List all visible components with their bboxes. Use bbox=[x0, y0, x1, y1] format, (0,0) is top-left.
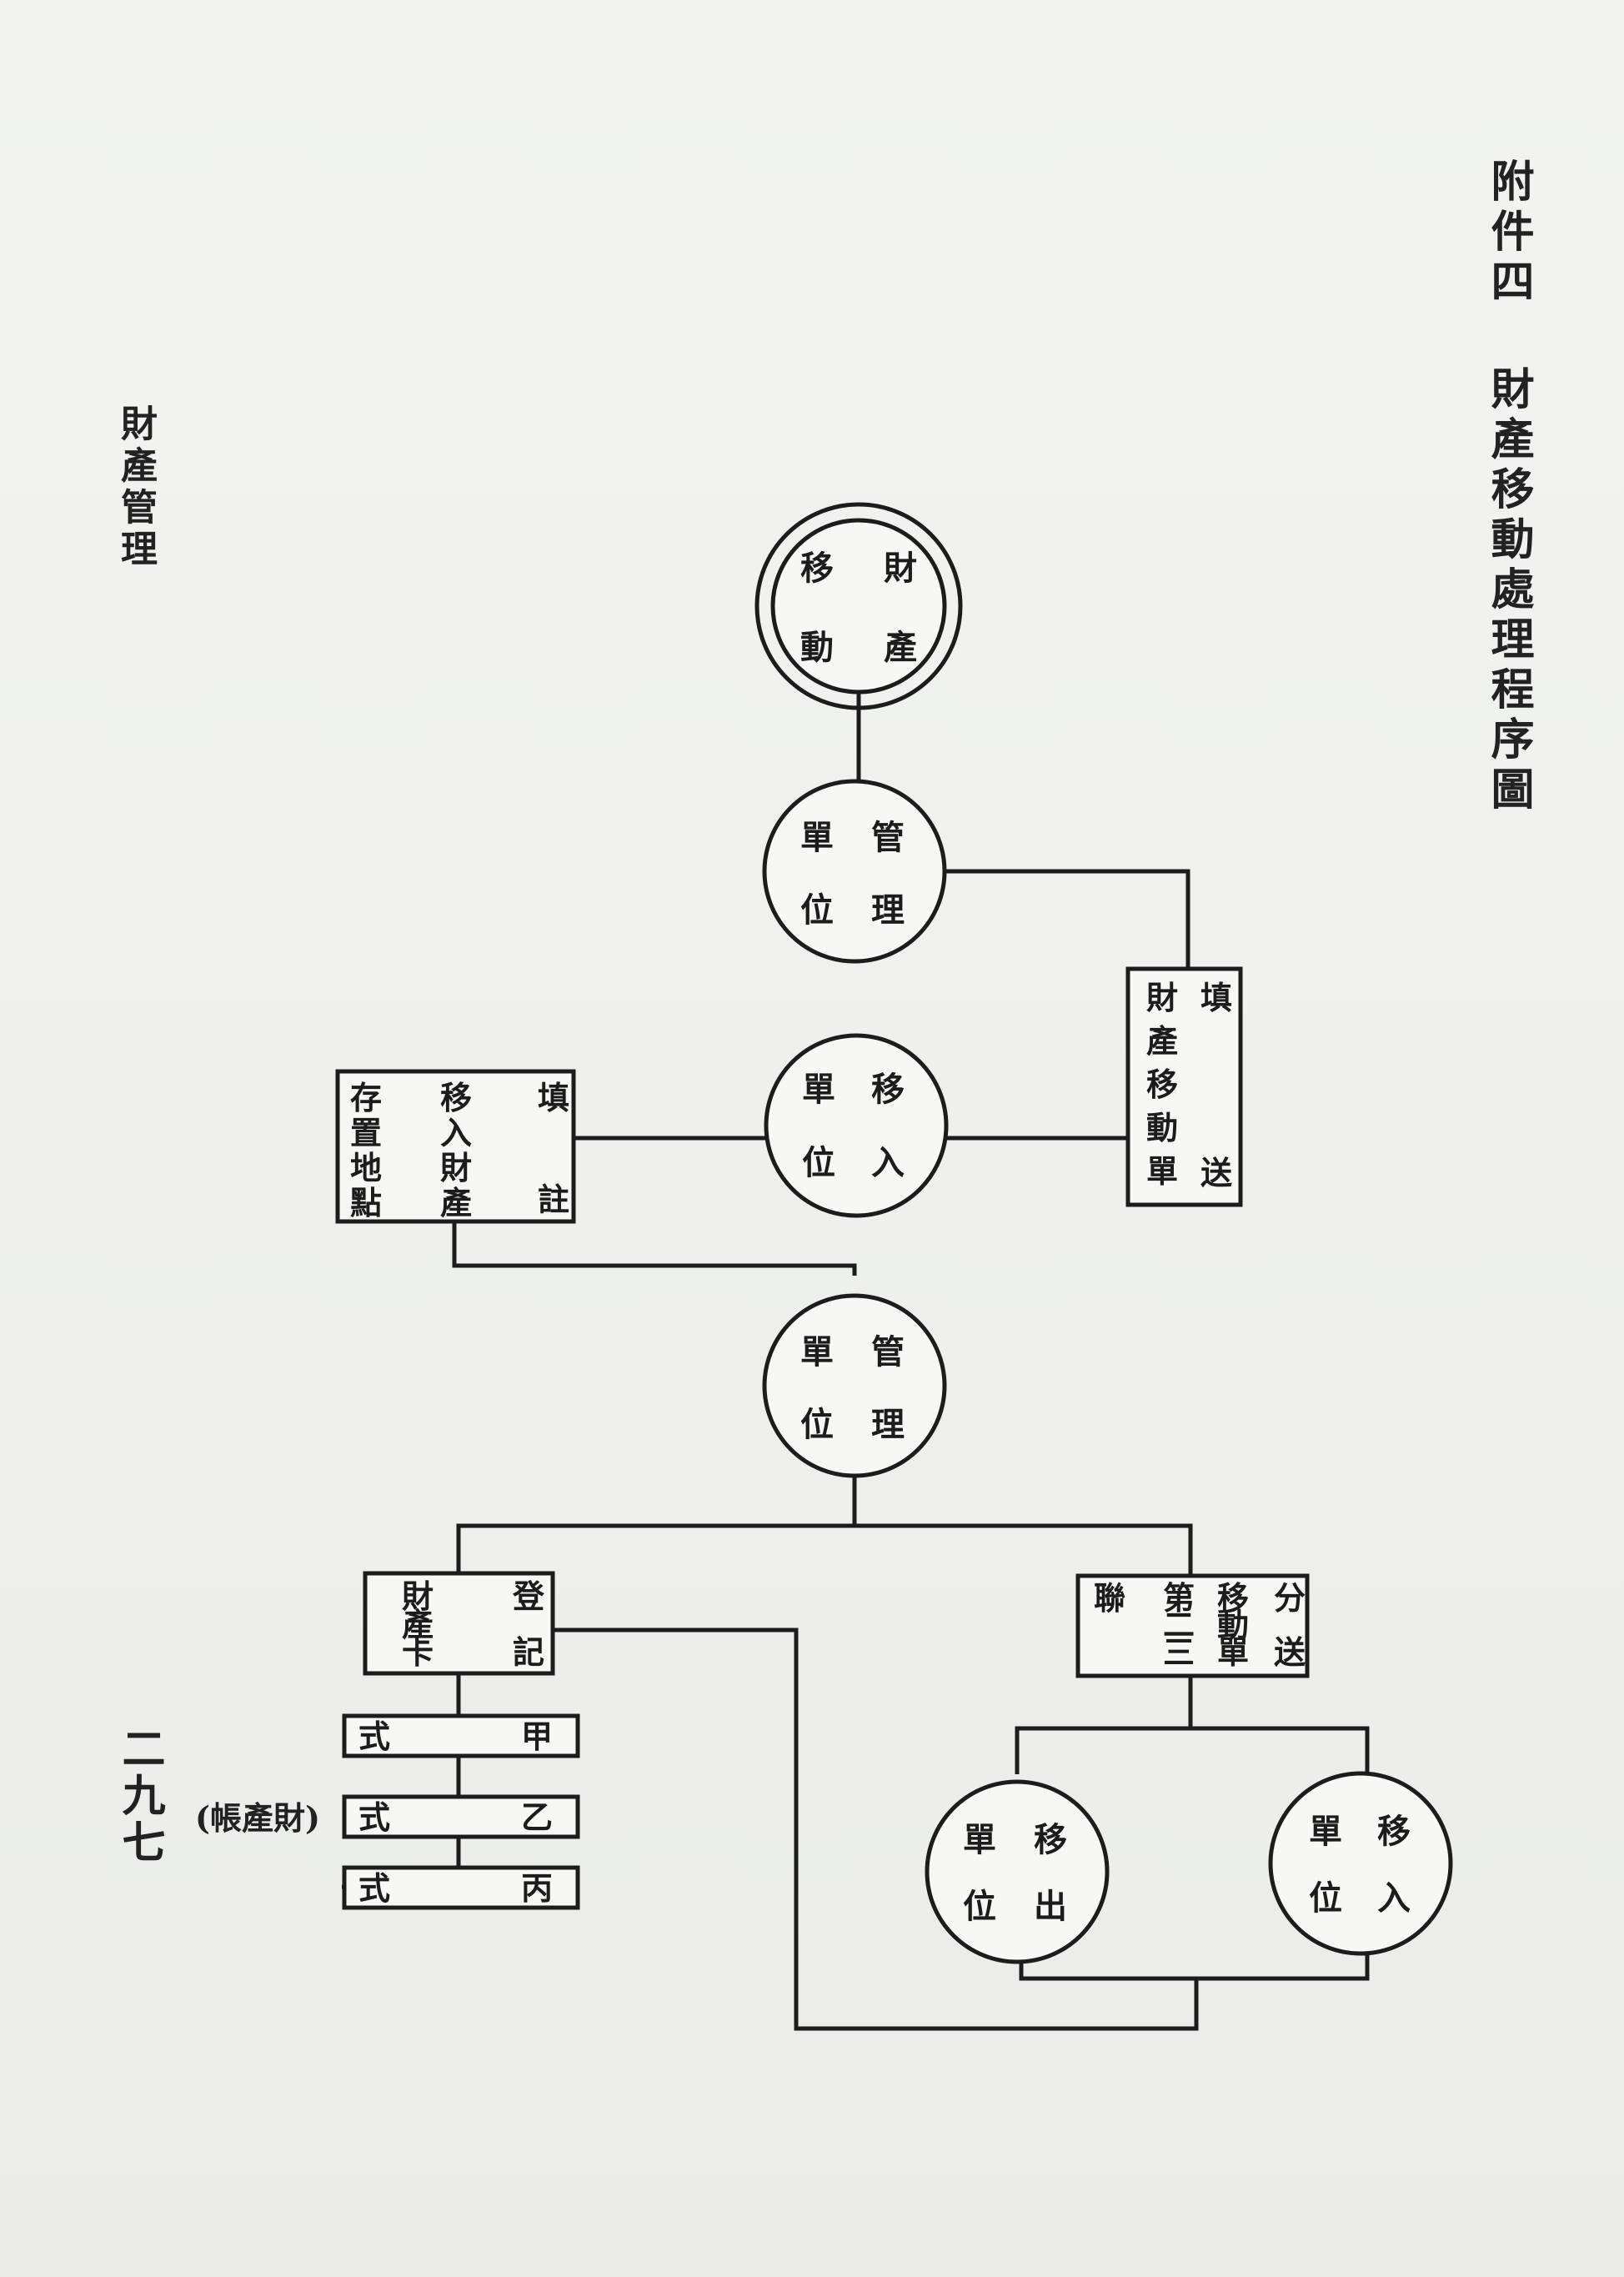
node-char: 財 bbox=[884, 549, 917, 588]
svg-text:位: 位 bbox=[800, 1405, 834, 1444]
svg-text:送: 送 bbox=[1200, 1154, 1232, 1191]
inner-circle bbox=[770, 518, 947, 695]
svg-text:卡: 卡 bbox=[402, 1633, 434, 1671]
svg-text:填: 填 bbox=[1200, 979, 1232, 1016]
svg-text:位: 位 bbox=[802, 1143, 835, 1182]
svg-text:單: 單 bbox=[1217, 1633, 1249, 1671]
connector-note-to-mgmt2 bbox=[452, 1221, 857, 1276]
svg-text:乙: 乙 bbox=[521, 1798, 553, 1836]
svg-text:單: 單 bbox=[1309, 1812, 1342, 1851]
svg-text:動: 動 bbox=[1146, 1109, 1178, 1146]
svg-text:移: 移 bbox=[1377, 1812, 1411, 1851]
svg-text:登: 登 bbox=[512, 1577, 545, 1615]
svg-text:位: 位 bbox=[963, 1887, 996, 1926]
svg-text:理: 理 bbox=[871, 890, 905, 930]
svg-text:移: 移 bbox=[1146, 1066, 1178, 1103]
svg-text:財: 財 bbox=[440, 1149, 472, 1186]
svg-text:甲: 甲 bbox=[521, 1718, 553, 1755]
svg-text:移: 移 bbox=[1217, 1579, 1249, 1617]
svg-text:入: 入 bbox=[871, 1143, 905, 1182]
svg-text:聯: 聯 bbox=[1094, 1579, 1125, 1617]
page-number: 二九七 bbox=[114, 1726, 165, 1866]
svg-text:地: 地 bbox=[350, 1149, 382, 1186]
page-title: 附件四 財產移動處理程序圖 bbox=[1483, 158, 1534, 816]
connector-distribute-split bbox=[1015, 1726, 1370, 1774]
svg-text:二: 二 bbox=[1163, 1606, 1195, 1643]
node-register-card: 登 記 財 產 卡 bbox=[363, 1571, 555, 1676]
node-fill-transfer-note: 填 註 移 入 財 產 存 置 地 點 bbox=[335, 1069, 576, 1224]
node-distribute-copies: 分 送 移 動 單 第 二 三 聯 bbox=[1075, 1573, 1310, 1678]
svg-text:移: 移 bbox=[440, 1079, 472, 1116]
node-char: 移 bbox=[800, 549, 834, 588]
node-form-c: 丙 式 bbox=[342, 1865, 580, 1910]
svg-text:記: 記 bbox=[513, 1633, 544, 1671]
svg-text:產: 產 bbox=[440, 1184, 472, 1221]
svg-text:單: 單 bbox=[800, 818, 834, 857]
svg-text:置: 置 bbox=[350, 1114, 382, 1151]
svg-text:送: 送 bbox=[1274, 1633, 1306, 1671]
connector-register-to-units bbox=[554, 1628, 1199, 2031]
svg-text:移: 移 bbox=[1034, 1820, 1067, 1859]
node-sending-unit: 移 單 出 位 bbox=[925, 1779, 1110, 1964]
svg-text:動: 動 bbox=[1217, 1606, 1249, 1643]
outer-ring bbox=[754, 502, 963, 710]
connector-branch bbox=[456, 1523, 1193, 1576]
svg-text:移: 移 bbox=[871, 1070, 905, 1109]
svg-text:丙: 丙 bbox=[521, 1869, 553, 1907]
node-fill-transfer-form: 填 送 財 產 移 動 單 bbox=[1125, 966, 1243, 1207]
svg-text:填: 填 bbox=[538, 1079, 569, 1116]
svg-text:出: 出 bbox=[1034, 1887, 1067, 1926]
svg-text:位: 位 bbox=[800, 890, 834, 930]
svg-text:管: 管 bbox=[871, 818, 905, 857]
node-form-a: 甲 式 bbox=[342, 1713, 580, 1758]
svg-text:分: 分 bbox=[1274, 1579, 1306, 1617]
running-header: 財產管理 bbox=[114, 404, 157, 571]
svg-text:產: 產 bbox=[1146, 1022, 1178, 1060]
svg-text:財: 財 bbox=[1146, 979, 1178, 1016]
node-form-b: 乙 式 bbox=[342, 1794, 580, 1839]
svg-text:管: 管 bbox=[871, 1332, 905, 1372]
svg-text:理: 理 bbox=[871, 1405, 905, 1444]
svg-text:單: 單 bbox=[800, 1332, 834, 1372]
svg-text:式: 式 bbox=[358, 1869, 390, 1907]
svg-text:位: 位 bbox=[1309, 1878, 1342, 1918]
svg-text:三: 三 bbox=[1163, 1633, 1195, 1671]
node-char: 動 bbox=[800, 628, 834, 667]
svg-text:財: 財 bbox=[402, 1577, 434, 1615]
ledger-bracket-label: (帳產財) bbox=[195, 1799, 320, 1837]
node-char: 產 bbox=[884, 628, 917, 667]
svg-text:單: 單 bbox=[802, 1070, 835, 1109]
connector-mgmt-to-form bbox=[942, 869, 1190, 969]
svg-text:第: 第 bbox=[1163, 1579, 1195, 1617]
svg-text:單: 單 bbox=[963, 1820, 996, 1859]
svg-text:入: 入 bbox=[440, 1114, 472, 1151]
svg-text:存: 存 bbox=[350, 1079, 382, 1116]
svg-text:式: 式 bbox=[358, 1798, 390, 1836]
node-receiving-unit-2: 移 單 入 位 bbox=[1268, 1771, 1453, 1956]
node-property-movement: 財 移 產 動 bbox=[754, 502, 963, 710]
connector-lines bbox=[342, 688, 1370, 2031]
connector-units-join bbox=[1019, 1951, 1370, 1981]
node-management-unit-2: 管 單 理 位 bbox=[762, 1293, 947, 1478]
svg-text:點: 點 bbox=[350, 1184, 382, 1221]
node-receiving-unit-1: 移 單 入 位 bbox=[764, 1033, 949, 1218]
svg-text:產: 產 bbox=[402, 1606, 434, 1643]
svg-text:入: 入 bbox=[1377, 1878, 1411, 1918]
svg-text:註: 註 bbox=[538, 1181, 569, 1218]
svg-text:單: 單 bbox=[1146, 1152, 1178, 1190]
svg-text:式: 式 bbox=[358, 1718, 390, 1755]
node-management-unit-1: 管 單 理 位 bbox=[762, 779, 947, 964]
